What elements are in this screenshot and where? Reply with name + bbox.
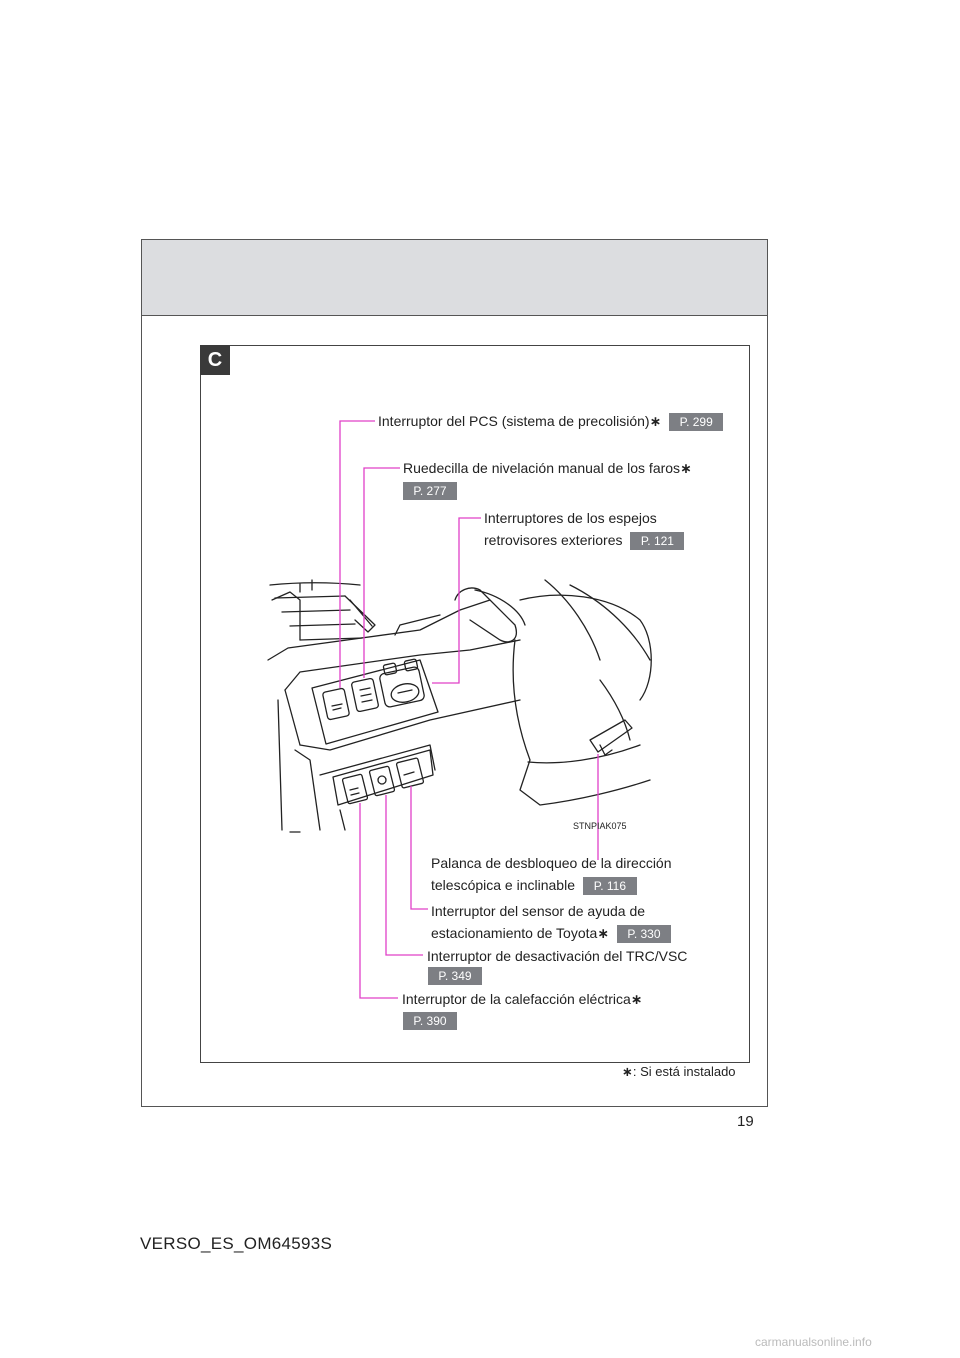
leader-mirrors — [432, 517, 481, 684]
page-number: 19 — [737, 1113, 754, 1130]
leader-trc — [385, 795, 423, 956]
leader-parking — [410, 786, 428, 910]
callout-mirrors-line1: Interruptores de los espejos — [484, 510, 657, 526]
page-ref-pcs[interactable]: P. 299 — [669, 413, 724, 432]
callout-mirrors-line2-wrap: retrovisores exteriores P. 121 — [484, 529, 685, 551]
callout-steering: Palanca de desbloqueo de la dirección te… — [431, 852, 672, 896]
asterisk-mark: ∗ — [649, 413, 662, 429]
callout-parking-line2: estacionamiento de Toyota — [431, 925, 598, 941]
vent-slat — [269, 582, 361, 586]
callout-trc: Interruptor de desactivación del TRC/VSC — [427, 945, 687, 967]
page-ref-trc[interactable]: P. 349 — [428, 967, 482, 985]
callout-steering-line1: Palanca de desbloqueo de la dirección — [431, 855, 672, 871]
page-ref-headlight[interactable]: P. 277 — [403, 482, 457, 500]
illustration-code: STNPIAK075 — [573, 821, 627, 831]
page-ref-steering[interactable]: P. 116 — [582, 877, 637, 896]
callout-parking: Interruptor del sensor de ayuda de estac… — [431, 900, 671, 944]
page-frame — [141, 239, 768, 1107]
section-tag: C — [200, 345, 230, 375]
callout-heater-label: Interruptor de la calefacción eléctrica — [402, 991, 631, 1007]
page-ref-heater[interactable]: P. 390 — [403, 1012, 457, 1030]
callout-mirrors: Interruptores de los espejos retrovisore… — [484, 507, 685, 551]
callout-pcs: Interruptor del PCS (sistema de precolis… — [378, 410, 724, 432]
watermark: carmanualsonline.info — [755, 1335, 872, 1349]
callout-headlight: Ruedecilla de nivelación manual de los f… — [403, 457, 692, 479]
leader-headlight — [363, 467, 400, 678]
footnote-asterisk: ∗ — [622, 1064, 633, 1079]
asterisk-mark: ∗ — [597, 925, 610, 941]
callout-steering-line2: telescópica e inclinable — [431, 877, 575, 893]
page-ref-mirrors[interactable]: P. 121 — [630, 532, 685, 551]
page-ref-parking[interactable]: P. 330 — [616, 925, 671, 944]
footnote: ∗: Si está instalado — [622, 1064, 736, 1080]
callout-headlight-label: Ruedecilla de nivelación manual de los f… — [403, 460, 681, 476]
callout-mirrors-line2: retrovisores exteriores — [484, 532, 623, 548]
page-header-band — [142, 240, 767, 316]
footnote-text: : Si está instalado — [632, 1064, 736, 1079]
leader-pcs — [339, 420, 375, 688]
callout-heater: Interruptor de la calefacción eléctrica∗ — [402, 988, 643, 1010]
illustration-box — [200, 345, 750, 1063]
callout-pcs-label: Interruptor del PCS (sistema de precolis… — [378, 413, 650, 429]
leader-lines — [339, 420, 599, 999]
callout-parking-line2-wrap: estacionamiento de Toyota∗ P. 330 — [431, 922, 671, 944]
callout-parking-line1: Interruptor del sensor de ayuda de — [431, 903, 646, 919]
callout-trc-label: Interruptor de desactivación del TRC/VSC — [427, 948, 688, 964]
leader-heater — [359, 803, 398, 999]
asterisk-mark: ∗ — [630, 991, 643, 1007]
callout-steering-line2-wrap: telescópica e inclinable P. 116 — [431, 874, 672, 896]
footer-code: VERSO_ES_OM64593S — [140, 1234, 333, 1253]
asterisk-mark: ∗ — [680, 460, 692, 476]
